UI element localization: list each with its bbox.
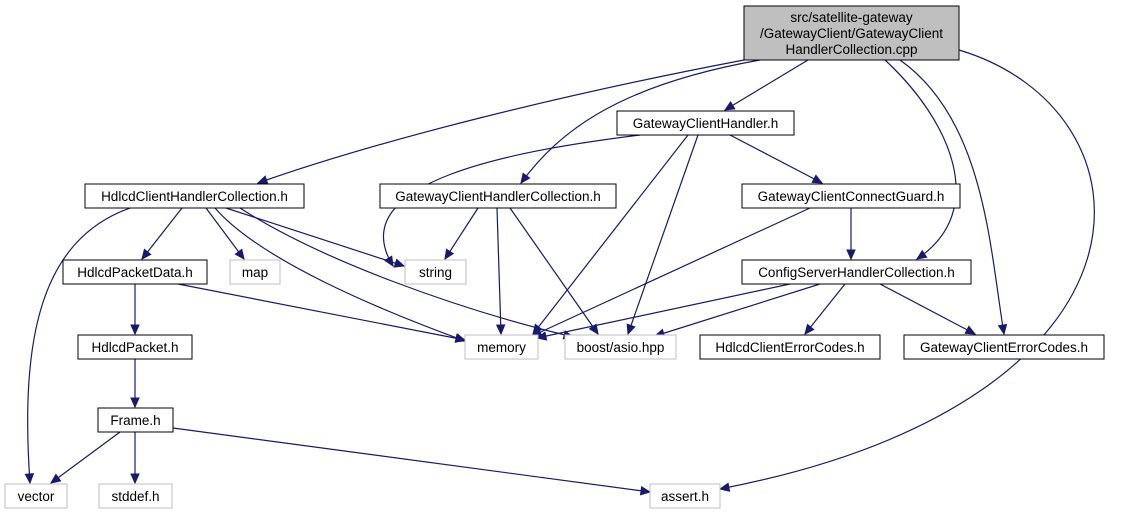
edge-gch-to-gccg [729, 134, 824, 184]
node-memory: memory [464, 334, 539, 360]
node-label: GatewayClientErrorCodes.h [920, 340, 1088, 355]
node-main[interactable]: src/satellite-gateway/GatewayClient/Gate… [743, 5, 960, 61]
node-label: map [242, 265, 268, 280]
nodes-layer: src/satellite-gateway/GatewayClient/Gate… [4, 5, 1105, 509]
node-label: /GatewayClient/GatewayClient [760, 26, 943, 41]
edge-main-to-assert [718, 49, 1095, 492]
node-label: GatewayClientHandlerCollection.h [395, 189, 601, 204]
node-vector: vector [4, 483, 68, 509]
node-label: HdlcdPacketData.h [77, 265, 193, 280]
node-hp[interactable]: HdlcdPacket.h [77, 334, 193, 360]
node-string: string [404, 259, 467, 285]
node-gch[interactable]: GatewayClientHandler.h [616, 110, 795, 136]
edge-gch-to-asio [626, 134, 699, 336]
node-stddef: stddef.h [98, 483, 173, 509]
edge-main-to-cshc [884, 59, 957, 260]
node-label: stddef.h [111, 489, 159, 504]
edge-gchc-to-string [444, 207, 479, 261]
edge-hchc-to-map [205, 207, 245, 260]
node-label: string [419, 265, 452, 280]
edge-frame-to-assert [172, 427, 652, 496]
edge-cshc-to-asio [653, 283, 821, 338]
node-label: HdlcdPacket.h [91, 340, 178, 355]
node-label: HdlcdClientErrorCodes.h [715, 340, 864, 355]
edge-main-to-gch [723, 59, 809, 111]
node-label: assert.h [661, 489, 709, 504]
node-asio: boost/asio.hpp [564, 334, 677, 360]
edge-cshc-to-hcec [804, 283, 846, 335]
node-map: map [229, 259, 281, 285]
node-label: vector [18, 489, 55, 504]
edge-gchc-to-asio [509, 207, 599, 336]
node-frame[interactable]: Frame.h [97, 407, 174, 433]
node-gchc[interactable]: GatewayClientHandlerCollection.h [379, 183, 617, 209]
node-label: HandlerCollection.cpp [785, 42, 917, 57]
node-label: src/satellite-gateway [790, 10, 913, 25]
node-cshc[interactable]: ConfigServerHandlerCollection.h [741, 259, 972, 285]
edge-hchc-to-vector [24, 207, 131, 485]
node-gcec[interactable]: GatewayClientErrorCodes.h [903, 334, 1105, 360]
node-label: boost/asio.hpp [577, 340, 665, 355]
node-label: HdlcdClientHandlerCollection.h [101, 189, 288, 204]
node-hcec[interactable]: HdlcdClientErrorCodes.h [699, 334, 881, 360]
node-hchc[interactable]: HdlcdClientHandlerCollection.h [84, 183, 305, 209]
node-gccg[interactable]: GatewayClientConnectGuard.h [741, 183, 961, 209]
edge-hpd-to-hp [130, 284, 140, 336]
edge-hchc-to-hpd [141, 207, 183, 260]
edge-hpd-to-memory [177, 283, 467, 343]
edge-hchc-to-string [225, 207, 406, 268]
node-label: Frame.h [110, 413, 160, 428]
edge-frame-to-vector [50, 431, 121, 484]
edge-main-to-gcec [899, 59, 1008, 336]
node-label: GatewayClientHandler.h [633, 116, 779, 131]
edges-layer [24, 49, 1095, 496]
edge-main-to-hchc [256, 59, 745, 185]
node-assert: assert.h [649, 483, 721, 509]
edge-gccg-to-cshc [846, 208, 856, 261]
edge-gchc-to-memory [495, 207, 506, 336]
node-label: memory [477, 340, 526, 355]
node-label: GatewayClientConnectGuard.h [758, 189, 945, 204]
edge-frame-to-stddef [130, 432, 140, 485]
edge-main-to-gchc [520, 59, 761, 184]
edge-gch-to-memory [532, 134, 689, 335]
node-label: ConfigServerHandlerCollection.h [758, 265, 955, 280]
edge-cshc-to-gcec [879, 283, 977, 335]
node-hpd[interactable]: HdlcdPacketData.h [62, 259, 208, 285]
edge-hp-to-frame [130, 359, 140, 409]
edge-cshc-to-memory [535, 283, 791, 341]
